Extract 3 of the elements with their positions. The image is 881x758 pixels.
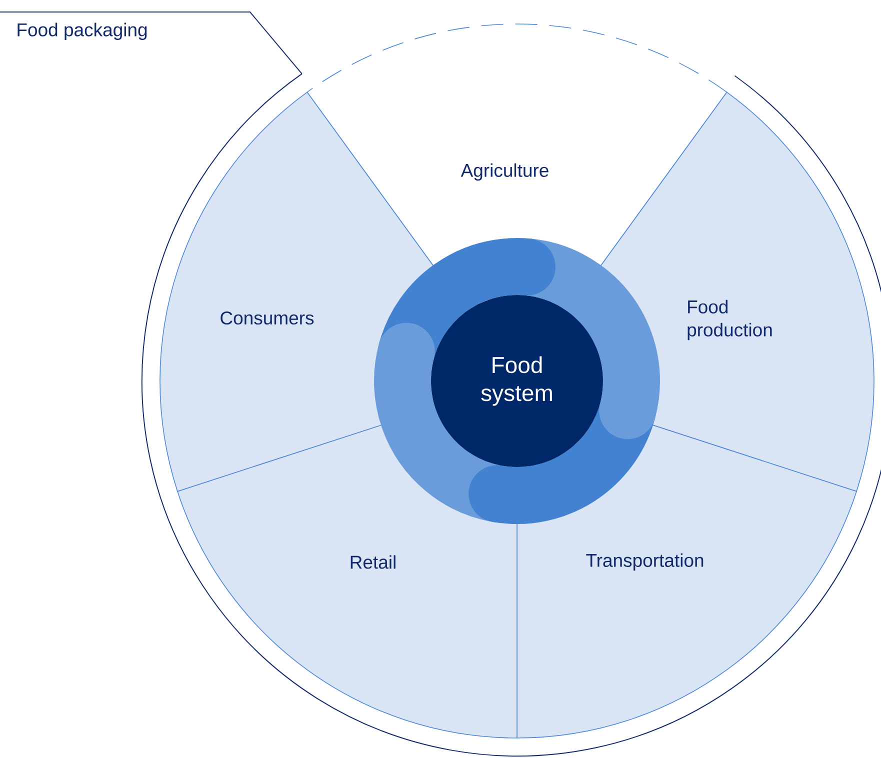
label-text: Food packaging: [18, 22, 147, 40]
leader-line: [0, 12, 302, 74]
outer-arc: [142, 73, 881, 756]
